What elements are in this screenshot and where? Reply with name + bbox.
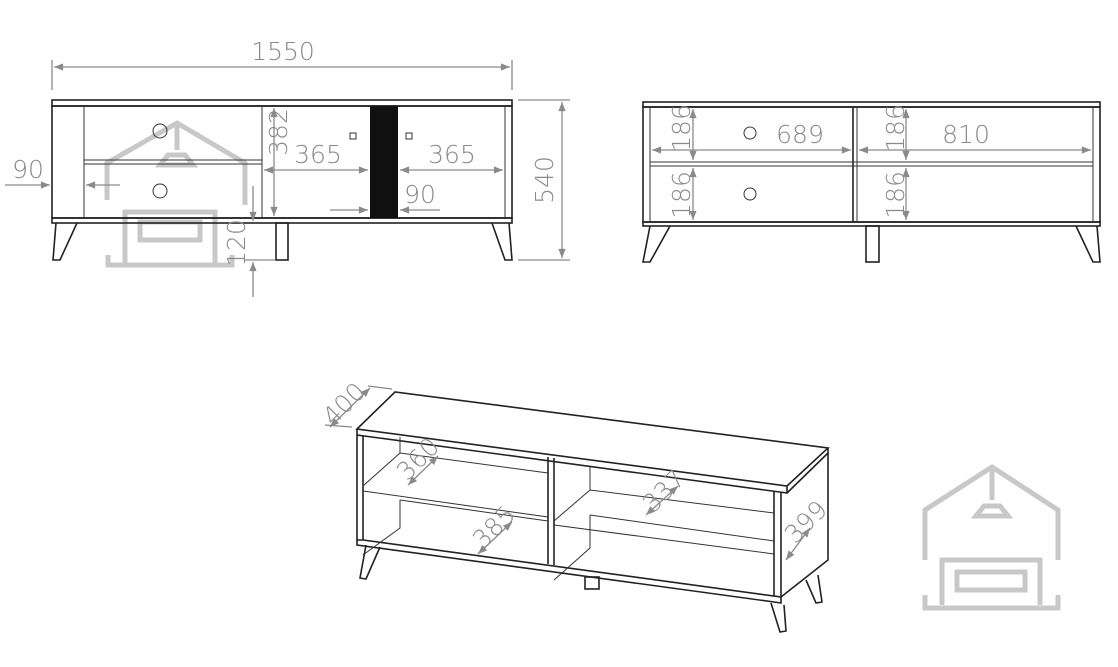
knob-icon xyxy=(743,126,757,140)
front-view xyxy=(51,99,513,261)
back-view-dimensions: 186 186 186 186 689 810 xyxy=(652,104,1091,220)
house-sofa-watermark-icon xyxy=(104,120,248,268)
dim-side-depth: 399 xyxy=(779,495,833,549)
dim-left-lower: 186 xyxy=(667,171,696,219)
door-knob-icon xyxy=(349,132,357,140)
front-view-dimensions: 1550 540 90 120 382 365 365 90 xyxy=(5,37,570,297)
dim-left-lower-depth: 385 xyxy=(467,500,521,554)
dim-total-height: 540 xyxy=(530,156,559,204)
dim-left-compartment: 689 xyxy=(776,120,824,149)
dim-left-upper: 186 xyxy=(667,104,696,152)
dim-right-door-width: 365 xyxy=(428,140,476,169)
dim-center-strip: 90 xyxy=(404,180,436,209)
dim-door-height: 382 xyxy=(264,108,293,156)
drawer-knob-icon xyxy=(152,183,168,199)
dim-leg-height: 120 xyxy=(222,219,251,267)
drawer-knob-icon xyxy=(152,123,168,139)
dim-left-door-width: 365 xyxy=(294,140,342,169)
dim-total-width: 1550 xyxy=(251,37,315,66)
dim-side-column: 90 xyxy=(12,155,44,184)
iso-view xyxy=(355,391,830,633)
door-knob-icon xyxy=(405,132,413,140)
dim-right-compartment: 810 xyxy=(942,120,990,149)
house-sofa-watermark-icon xyxy=(922,464,1061,611)
dim-right-lower: 186 xyxy=(881,171,910,219)
knob-icon xyxy=(743,187,757,201)
dim-right-upper: 186 xyxy=(881,104,910,152)
back-view xyxy=(642,101,1101,263)
